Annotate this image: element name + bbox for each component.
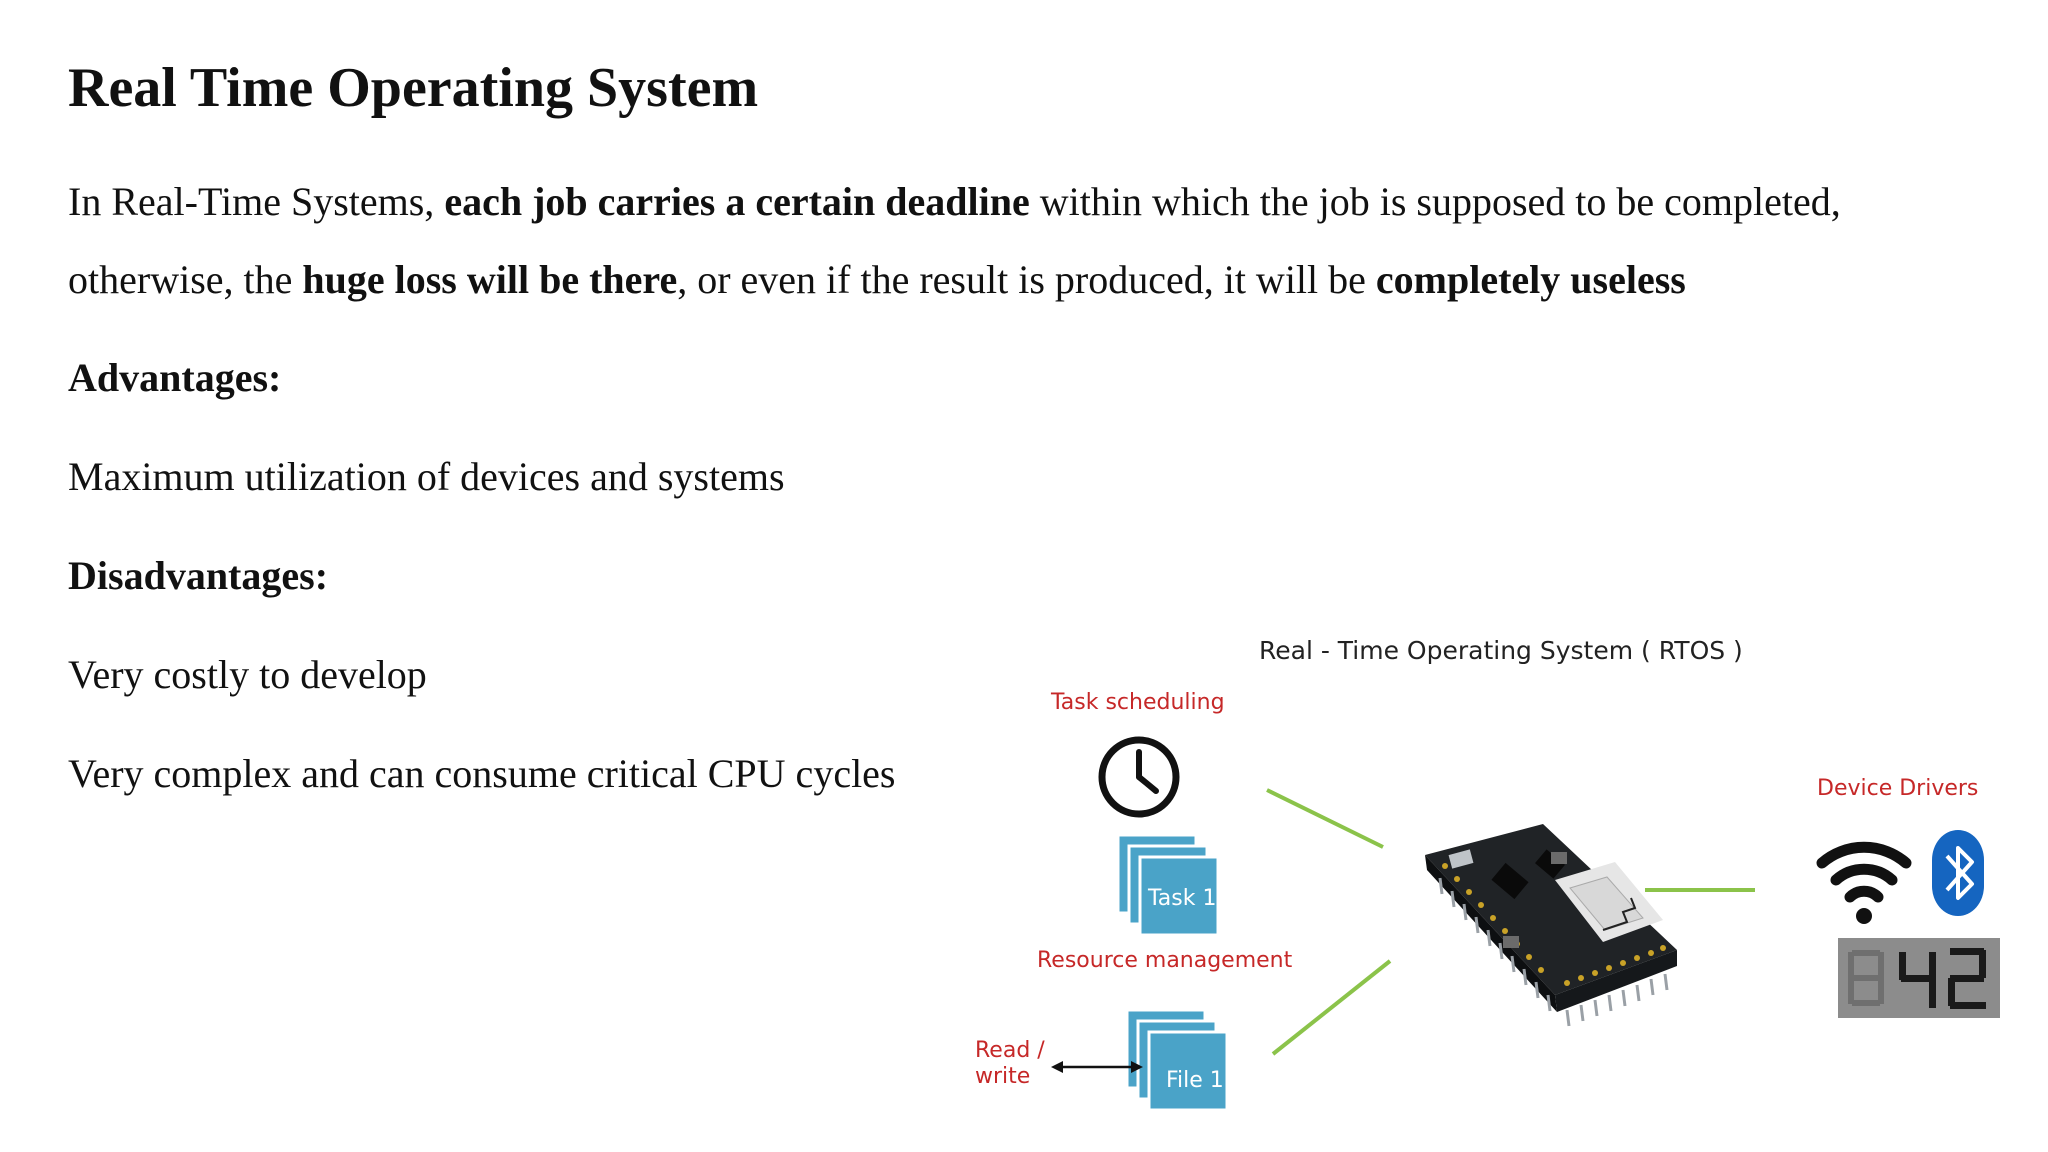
read-write-label-line2: write: [975, 1064, 1031, 1089]
read-write-label-line1: Read /: [975, 1038, 1045, 1063]
advantages-heading: Advantages:: [68, 355, 282, 400]
intro-emphasis: completely useless: [1375, 257, 1686, 302]
rtos-diagram: Real - Time Operating System ( RTOS ) Ta…: [955, 630, 2005, 1140]
task-scheduling-label: Task scheduling: [1051, 690, 1225, 715]
intro-line-2: otherwise, the huge loss will be there, …: [68, 256, 1686, 303]
microcontroller-board: [1425, 824, 1677, 1027]
diagram-title: Real - Time Operating System ( RTOS ): [1259, 636, 1743, 665]
device-drivers-label: Device Drivers: [1817, 776, 1979, 801]
connector-line: [1271, 959, 1392, 1056]
wifi-icon: [1816, 841, 1912, 924]
intro-text: In Real-Time Systems,: [68, 179, 445, 224]
intro-text: , or even if the result is produced, it …: [677, 257, 1376, 302]
task-label: Task 1: [1148, 886, 1217, 911]
rtos-diagram-graphics: [1051, 736, 2000, 1112]
intro-text: within which the job is supposed to be c…: [1029, 179, 1841, 224]
task-stack-icon: [1116, 833, 1220, 937]
disadvantage-item: Very complex and can consume critical CP…: [68, 751, 896, 796]
read-write-arrow: [1051, 1061, 1143, 1073]
file-stack-icon: [1125, 1008, 1229, 1112]
clock-icon: [1098, 736, 1180, 818]
resource-management-label: Resource management: [1037, 948, 1293, 973]
advantage-item: Maximum utilization of devices and syste…: [68, 454, 785, 499]
intro-line-1: In Real-Time Systems, each job carries a…: [68, 178, 1841, 225]
file-label: File 1: [1166, 1068, 1224, 1093]
bluetooth-icon: [1932, 830, 1984, 916]
intro-text: otherwise, the: [68, 257, 303, 302]
intro-emphasis: each job carries a certain deadline: [444, 179, 1030, 224]
disadvantages-heading: Disadvantages:: [68, 553, 329, 598]
intro-emphasis: huge loss will be there: [302, 257, 678, 302]
seven-segment-display: [1838, 938, 2000, 1018]
page-title: Real Time Operating System: [68, 57, 759, 119]
connector-line: [1266, 788, 1384, 849]
disadvantage-item: Very costly to develop: [68, 652, 427, 697]
